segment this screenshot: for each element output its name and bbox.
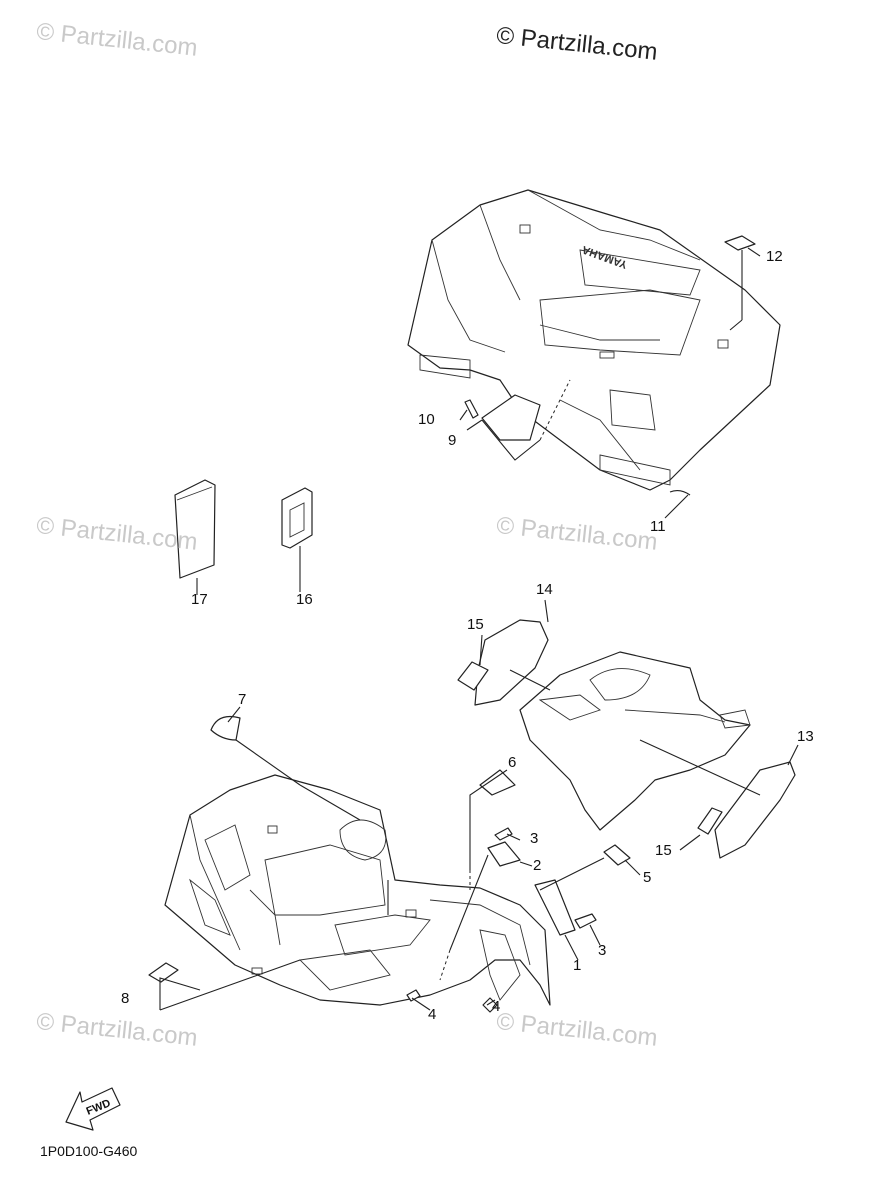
- rear-fender: YAMAHA: [407, 189, 781, 491]
- diagram-code: 1P0D100-G460: [40, 1143, 138, 1159]
- callout-2: 2: [533, 857, 542, 874]
- callout-3: 3: [598, 942, 607, 959]
- callout-3: 3: [530, 830, 539, 847]
- callout-12: 12: [766, 248, 783, 265]
- callout-13: 13: [797, 728, 814, 745]
- small-parts: [148, 235, 796, 1013]
- callout-5: 5: [643, 869, 652, 886]
- callout-7: 7: [238, 691, 247, 708]
- callout-1: 1: [573, 957, 582, 974]
- callout-14: 14: [536, 581, 553, 598]
- callout-4: 4: [492, 998, 501, 1015]
- front-fender: [164, 774, 551, 1006]
- callout-8: 8: [121, 990, 130, 1007]
- callout-11: 11: [650, 518, 666, 535]
- callout-6: 6: [508, 754, 517, 771]
- callout-17: 17: [191, 591, 208, 608]
- leader-lines: [159, 247, 799, 1011]
- callout-4: 4: [428, 1006, 437, 1023]
- callout-15: 15: [655, 842, 672, 859]
- callout-9: 9: [448, 432, 457, 449]
- front-cover: [519, 651, 751, 831]
- callout-16: 16: [296, 591, 313, 608]
- fwd-arrow-icon: FWD: [65, 1087, 121, 1131]
- callout-10: 10: [418, 411, 435, 428]
- callout-15: 15: [467, 616, 484, 633]
